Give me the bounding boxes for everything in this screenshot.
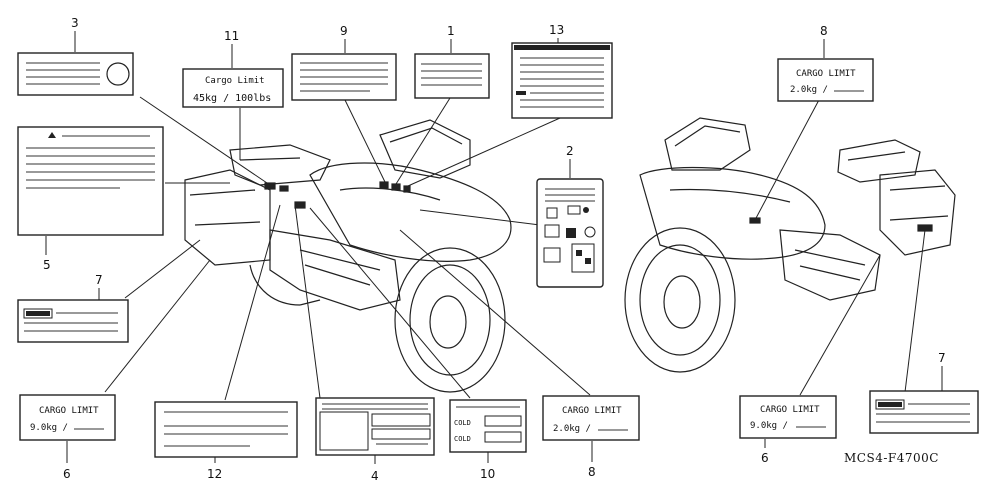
cargo-limit-value: 45kg / 100lbs <box>193 93 271 104</box>
label-3: 3 <box>17 16 134 96</box>
label-2: 2 <box>536 144 604 288</box>
label-5: 5 <box>17 126 164 272</box>
label-10-row2: COLD <box>454 435 471 443</box>
cargo-limit-value: 2.0kg / <box>553 424 591 434</box>
label-7-right: 7 <box>869 351 979 434</box>
callout-11: 11 <box>224 29 239 43</box>
callout-6-left: 6 <box>63 467 71 481</box>
label-13: 13 <box>511 23 613 119</box>
callout-10: 10 <box>480 467 495 481</box>
label-1: 1 <box>414 24 490 99</box>
cargo-limit-value: 9.0kg / <box>750 421 788 431</box>
label-11: 11 Cargo Limit 45kg / 100lbs <box>182 29 284 108</box>
callout-4: 4 <box>371 469 379 483</box>
label-9: 9 <box>291 24 397 101</box>
leader-lines <box>104 96 926 401</box>
cargo-limit-title: CARGO LIMIT <box>796 69 856 79</box>
callout-1: 1 <box>447 24 455 38</box>
callout-5: 5 <box>43 258 51 272</box>
label-7-left: 7 <box>17 273 129 343</box>
label-6-left: CARGO LIMIT 9.0kg / 6 <box>19 394 116 481</box>
cargo-limit-title: CARGO LIMIT <box>39 406 99 416</box>
cargo-limit-title: Cargo Limit <box>205 76 265 86</box>
motorcycle-right <box>624 117 956 373</box>
label-10: COLD COLD 10 <box>449 399 527 481</box>
callout-7-left: 7 <box>95 273 103 287</box>
cargo-limit-value: 9.0kg / <box>30 423 68 433</box>
label-8-top: 8 CARGO LIMIT 2.0kg / <box>777 24 874 102</box>
cargo-limit-value: 2.0kg / <box>790 85 828 95</box>
label-6-right: CARGO LIMIT 9.0kg / 6 <box>739 395 837 465</box>
callout-6-right: 6 <box>761 451 769 465</box>
callout-8-top: 8 <box>820 24 828 38</box>
callout-8-bottom: 8 <box>588 465 596 479</box>
label-12: 12 <box>154 401 298 481</box>
callout-12: 12 <box>207 467 222 481</box>
cargo-limit-title: CARGO LIMIT <box>760 405 820 415</box>
motorcycle-left <box>184 119 512 393</box>
callout-7-right: 7 <box>938 351 946 365</box>
callout-3: 3 <box>71 16 79 30</box>
label-8-bottom: CARGO LIMIT 2.0kg / 8 <box>542 395 640 479</box>
callout-2: 2 <box>566 144 574 158</box>
cargo-limit-title: CARGO LIMIT <box>562 406 622 416</box>
callout-9: 9 <box>340 24 348 38</box>
callout-13: 13 <box>549 23 564 37</box>
label-4: 4 <box>315 397 435 483</box>
label-10-row1: COLD <box>454 419 471 427</box>
part-code: MCS4-F4700C <box>844 451 939 465</box>
